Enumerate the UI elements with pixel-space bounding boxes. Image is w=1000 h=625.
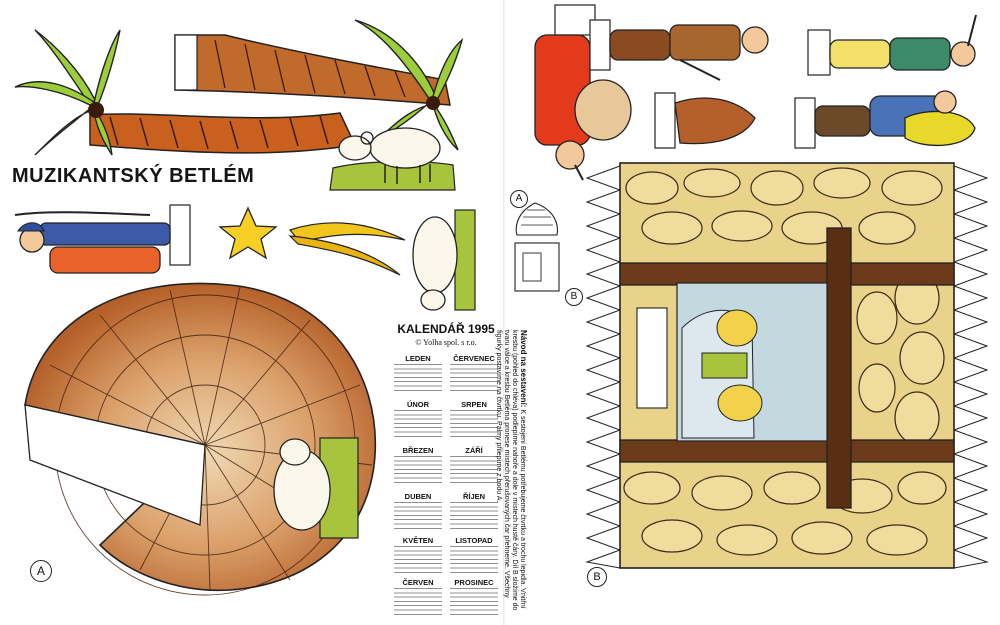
calendar-day-grid xyxy=(450,364,498,394)
label-a-fan: A xyxy=(30,560,52,582)
bass-player-illustration xyxy=(794,90,976,149)
calendar-publisher: © Yolha spol. s r.o. xyxy=(415,338,477,347)
label-b-tower: B xyxy=(565,288,583,306)
shepherd-lying-illustration xyxy=(14,204,191,274)
calendar-month: PROSINEC xyxy=(448,578,500,622)
tower-piece-illustration xyxy=(514,202,560,292)
calendar-day-grid xyxy=(394,588,442,618)
calendar-day-grid xyxy=(394,502,442,532)
calendar: KALENDÁŘ 1995 © Yolha spol. s r.o. LEDEN… xyxy=(390,322,502,622)
sheep-bottom-illustration xyxy=(273,437,359,539)
calendar-day-grid xyxy=(394,546,442,576)
calendar-title: KALENDÁŘ 1995 xyxy=(397,322,495,336)
label-a-tower: A xyxy=(510,190,528,208)
calendar-day-grid xyxy=(450,502,498,532)
calendar-day-grid xyxy=(394,364,442,394)
calendar-month: ZÁŘÍ xyxy=(448,446,500,490)
calendar-month-name: PROSINEC xyxy=(454,578,494,587)
calendar-month-name: ČERVEN xyxy=(402,578,434,587)
calendar-month-name: LEDEN xyxy=(405,354,431,363)
calendar-month-name: KVĚTEN xyxy=(402,536,434,545)
calendar-month: ÚNOR xyxy=(392,400,444,444)
calendar-month-name: DUBEN xyxy=(404,492,432,501)
calendar-day-grid xyxy=(394,410,442,440)
palm-trunk-middle-illustration xyxy=(174,34,451,106)
comet-star-illustration xyxy=(218,206,406,276)
calendar-month-name: SRPEN xyxy=(461,400,487,409)
stable-scene-illustration xyxy=(585,162,989,569)
trumpeter-illustration xyxy=(807,14,977,76)
dog-illustration xyxy=(654,92,756,149)
calendar-month: SRPEN xyxy=(448,400,500,444)
calendar-month-name: ÚNOR xyxy=(406,400,430,409)
page-title: MUZIKANTSKÝ BETLÉM xyxy=(12,165,255,187)
calendar-day-grid xyxy=(450,456,498,486)
calendar-day-grid xyxy=(450,546,498,576)
palm-leaves-left-illustration xyxy=(14,29,121,156)
calendar-month: ŘÍJEN xyxy=(448,492,500,536)
calendar-day-grid xyxy=(394,456,442,486)
drummer-illustration xyxy=(534,4,632,181)
sheep-grass-illustration xyxy=(329,127,456,191)
calendar-month: ČERVEN xyxy=(392,578,444,622)
calendar-month-name: LISTOPAD xyxy=(455,536,493,545)
label-b-stable: B xyxy=(587,567,607,587)
page-gutter xyxy=(503,0,505,625)
calendar-month: LEDEN xyxy=(392,354,444,398)
calendar-month-name: ČERVENEC xyxy=(453,354,495,363)
calendar-month-name: ZÁŘÍ xyxy=(465,446,483,455)
calendar-month: DUBEN xyxy=(392,492,444,536)
calendar-month: BŘEZEN xyxy=(392,446,444,490)
fiddler-illustration xyxy=(589,19,769,81)
calendar-month: ČERVENEC xyxy=(448,354,500,398)
calendar-month-name: BŘEZEN xyxy=(402,446,434,455)
calendar-month: LISTOPAD xyxy=(448,536,500,580)
calendar-month-name: ŘÍJEN xyxy=(462,492,486,501)
instructions-title: Návod na sestavení: xyxy=(519,330,528,408)
calendar-day-grid xyxy=(450,410,498,440)
calendar-day-grid xyxy=(450,588,498,618)
sheep-standing-illustration xyxy=(412,209,476,311)
assembly-instructions: Návod na sestavení: K sestojení Betlému … xyxy=(495,330,528,620)
calendar-month: KVĚTEN xyxy=(392,536,444,580)
